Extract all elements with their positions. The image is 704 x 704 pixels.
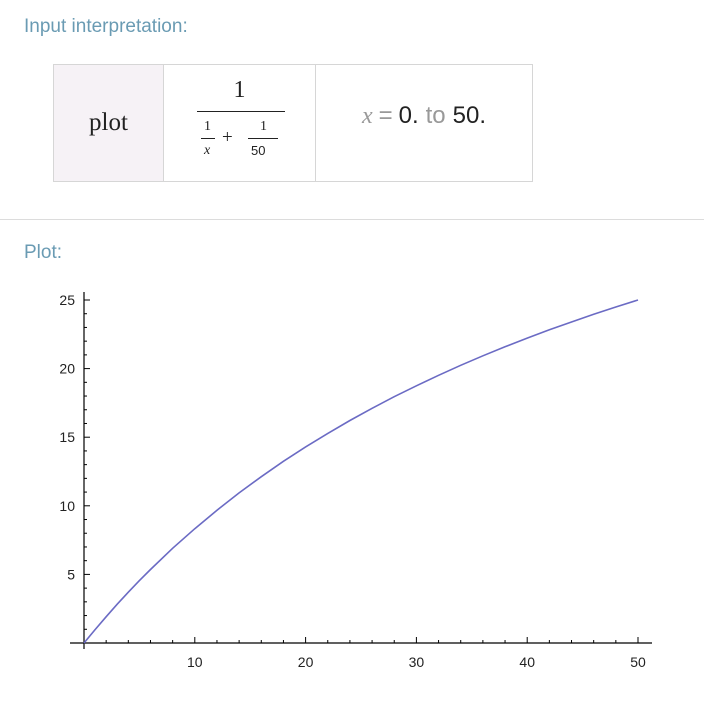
- range-to: to: [425, 102, 446, 129]
- x-tick-label: 50: [630, 654, 646, 670]
- range-equals: =: [378, 102, 393, 129]
- term2-numerator: 1: [260, 119, 267, 134]
- x-tick-label: 40: [519, 654, 535, 670]
- range-cell: x = 0. to 50.: [316, 65, 532, 181]
- y-tick-label: 25: [59, 292, 75, 308]
- plot-title: Plot:: [24, 242, 63, 263]
- input-interpretation-title: Input interpretation:: [24, 16, 188, 37]
- term1-fraction-bar: [201, 138, 215, 139]
- plot-command-cell: plot: [54, 65, 164, 181]
- main-fraction-bar: [197, 111, 285, 112]
- range-variable: x: [361, 102, 373, 129]
- pod-divider: [0, 219, 704, 220]
- range-end: 50.: [452, 102, 487, 129]
- y-tick-label: 15: [59, 429, 75, 445]
- plus-operator: +: [222, 127, 233, 148]
- expression-numerator: 1: [233, 77, 246, 103]
- term2-fraction-bar: [248, 138, 278, 139]
- term1-denominator: x: [204, 143, 211, 158]
- range-start: 0.: [398, 102, 419, 129]
- term1-numerator: 1: [204, 119, 211, 134]
- y-tick-label: 10: [59, 498, 75, 514]
- input-interpretation-table: plot 1 1 x + 1 50 x = 0. to 50.: [53, 64, 533, 182]
- expression-cell: 1 1 x + 1 50: [164, 65, 316, 181]
- y-tick-label: 20: [59, 361, 75, 377]
- x-tick-label: 20: [298, 654, 314, 670]
- x-tick-label: 10: [187, 654, 203, 670]
- term2-denominator: 50: [251, 143, 266, 158]
- function-curve: [83, 299, 639, 644]
- x-tick-label: 30: [409, 654, 425, 670]
- y-tick-label: 5: [67, 566, 75, 582]
